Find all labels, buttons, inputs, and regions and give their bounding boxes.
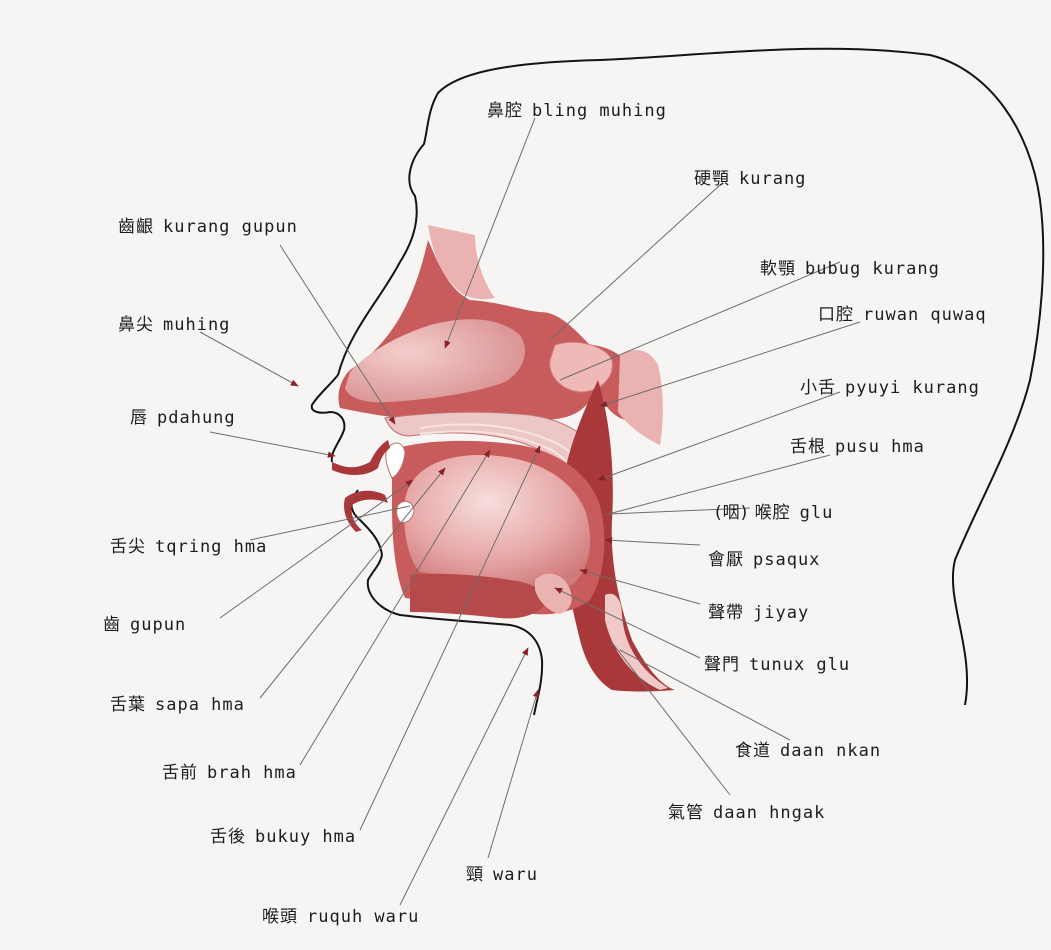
label-uvula: 小舌 pyuyi kurang [800, 373, 980, 398]
label-pharynx: (咽) 喉腔 glu [715, 498, 833, 523]
label-zh: 舌根 [790, 437, 826, 457]
label-zh: 硬顎 [694, 169, 730, 189]
label-tr: waru [493, 865, 538, 885]
label-tr: kurang [739, 169, 806, 189]
label-glottis: 聲門 tunux glu [704, 650, 850, 675]
label-zh: 口腔 [818, 305, 854, 325]
label-lips: 唇 pdahung [130, 403, 236, 428]
label-zh: 鼻尖 [118, 315, 154, 335]
label-neck: 頸 waru [466, 860, 538, 885]
label-larynx: 喉頭 ruquh waru [262, 902, 419, 927]
label-zh: 舌葉 [110, 695, 146, 715]
label-epiglottis: 會厭 psaqux [708, 545, 820, 570]
label-tr: muhing [163, 315, 230, 335]
label-tr: gupun [130, 615, 186, 635]
label-zh: 氣管 [668, 803, 704, 823]
label-tongue-front: 舌前 brah hma [162, 758, 297, 783]
label-zh: 齒齦 [118, 217, 154, 237]
label-zh: 舌後 [210, 827, 246, 847]
label-tongue-blade: 舌葉 sapa hma [110, 690, 245, 715]
label-tr: bubug kurang [805, 259, 940, 279]
upper-lip [332, 440, 390, 475]
label-zh: 食道 [735, 741, 771, 761]
label-alveolar-ridge: 齒齦 kurang gupun [118, 212, 298, 237]
label-tr: pyuyi kurang [845, 378, 980, 398]
label-tongue-tip: 舌尖 tqring hma [110, 532, 267, 557]
label-zh: 聲門 [704, 655, 740, 675]
label-tongue-back: 舌後 bukuy hma [210, 822, 356, 847]
label-tr: ruquh waru [307, 907, 419, 927]
label-tr: pdahung [157, 408, 236, 428]
label-zh: 會厭 [708, 550, 744, 570]
label-zh: (咽) 喉腔 [715, 503, 791, 523]
label-zh: 鼻腔 [487, 101, 523, 121]
label-teeth: 齒 gupun [103, 610, 186, 635]
label-trachea: 氣管 daan hngak [668, 798, 825, 823]
label-tr: bukuy hma [255, 827, 356, 847]
label-zh: 舌前 [162, 763, 198, 783]
label-hard-palate: 硬顎 kurang [694, 164, 806, 189]
label-tr: bling muhing [532, 101, 667, 121]
label-tr: glu [800, 503, 834, 523]
label-tongue-root: 舌根 pusu hma [790, 432, 925, 457]
label-nasal-cavity: 鼻腔 bling muhing [487, 96, 667, 121]
label-tr: tunux glu [749, 655, 850, 675]
label-tr: daan nkan [780, 741, 881, 761]
label-vocal-cords: 聲帶 jiyay [708, 598, 809, 623]
label-tr: daan hngak [713, 803, 825, 823]
label-zh: 舌尖 [110, 537, 146, 557]
label-zh: 小舌 [800, 378, 836, 398]
label-zh: 軟顎 [760, 259, 796, 279]
label-oral-cavity: 口腔 ruwan quwaq [818, 300, 987, 325]
label-tr: brah hma [207, 763, 297, 783]
label-tr: kurang gupun [163, 217, 298, 237]
label-esophagus: 食道 daan nkan [735, 736, 881, 761]
label-zh: 頸 [466, 865, 484, 885]
label-zh: 唇 [130, 408, 148, 428]
label-zh: 喉頭 [262, 907, 298, 927]
label-tr: pusu hma [835, 437, 925, 457]
label-tr: tqring hma [155, 537, 267, 557]
label-zh: 聲帶 [708, 603, 744, 623]
label-tr: psaqux [753, 550, 820, 570]
label-tr: sapa hma [155, 695, 245, 715]
label-soft-palate: 軟顎 bubug kurang [760, 254, 940, 279]
label-nose-tip: 鼻尖 muhing [118, 310, 230, 335]
label-tr: jiyay [753, 603, 809, 623]
label-zh: 齒 [103, 615, 121, 635]
label-tr: ruwan quwaq [863, 305, 987, 325]
